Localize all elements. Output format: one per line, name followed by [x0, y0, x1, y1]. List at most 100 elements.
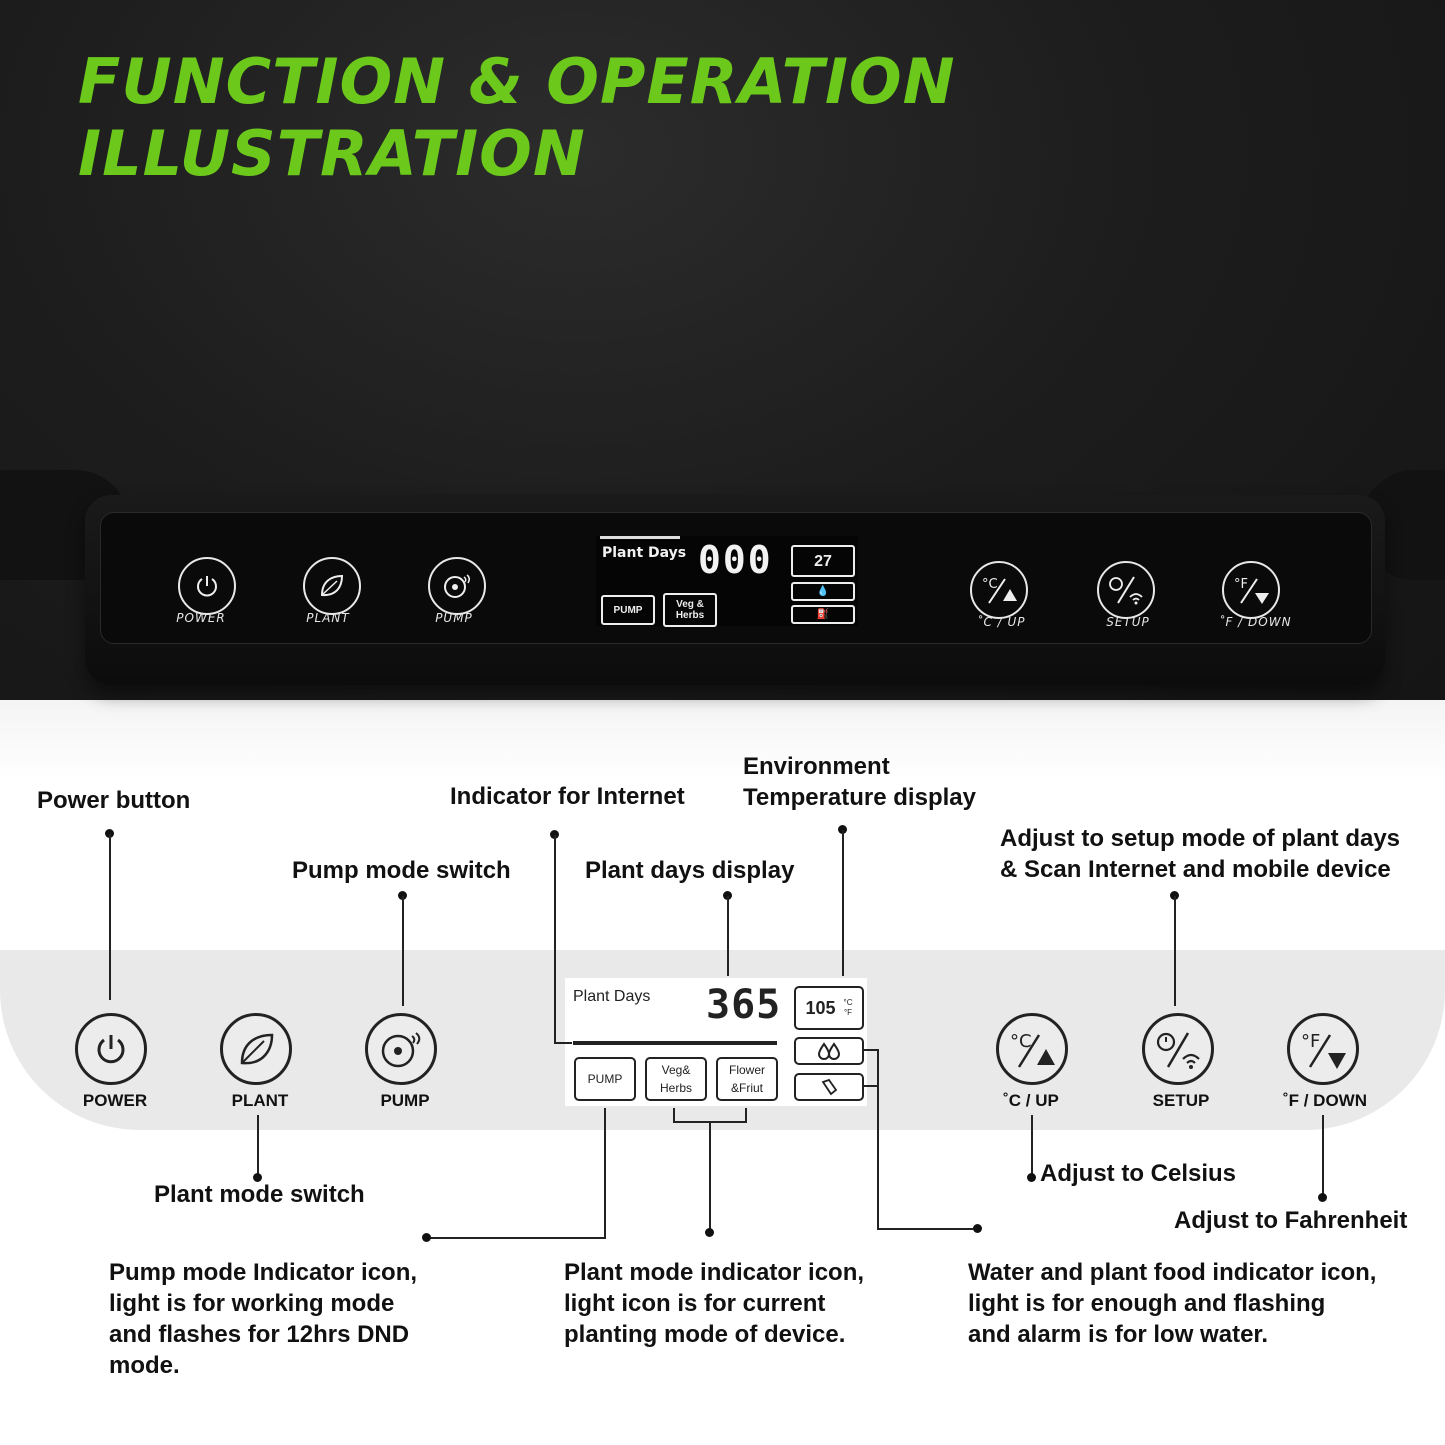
device-lcd-mode-2: Herbs: [675, 610, 705, 621]
leaf-icon: [320, 574, 344, 597]
device-lcd: [596, 536, 858, 626]
device-lcd-food-box: ⛽: [791, 605, 855, 624]
callout-env-temp-2: Temperature display: [743, 784, 976, 811]
diagram-temp: 105: [805, 998, 836, 1018]
pump-icon: [444, 574, 471, 598]
device-fahrenheit-down-button[interactable]: °F: [1222, 561, 1280, 619]
callout-dot: [550, 830, 559, 839]
callout-plant-mode-switch: Plant mode switch: [154, 1181, 365, 1208]
callout-dot: [1027, 1173, 1036, 1182]
diagram-lcd-divider: [573, 1041, 777, 1045]
title-line-1: FUNCTION & OPERATION: [78, 45, 956, 118]
callout-fahrenheit: Adjust to Fahrenheit: [1174, 1207, 1408, 1234]
device-lcd-line: [600, 536, 680, 539]
callout-line: [709, 1121, 711, 1229]
power-icon: [197, 576, 217, 597]
device-power-button[interactable]: [178, 557, 236, 615]
device-plant-button[interactable]: [303, 557, 361, 615]
device-celsius-up-button[interactable]: °C: [970, 561, 1028, 619]
page-title: FUNCTION & OPERATION ILLUSTRATION: [78, 46, 956, 190]
device-setup-label: SETUP: [1106, 615, 1150, 629]
diagram-setup-label: SETUP: [1152, 1091, 1210, 1110]
callout-line: [1174, 896, 1176, 1006]
diagram-plant-button: [220, 1013, 292, 1085]
callout-celsius: Adjust to Celsius: [1040, 1160, 1237, 1187]
diagram-veg-box: Veg& Herbs: [645, 1057, 707, 1101]
callout-dot: [723, 891, 732, 900]
callout-env-temp-1: Environment: [743, 753, 890, 780]
diagram-lcd-days: 365: [706, 982, 782, 1028]
fahrenheit-down-icon: °F: [1301, 1031, 1346, 1069]
device-pump-label: PUMP: [435, 611, 473, 625]
photo-fade: [0, 700, 1445, 780]
callout-dot: [973, 1224, 982, 1233]
callout-dot: [705, 1228, 714, 1237]
diagram-celsius-label: ˚C / UP: [1003, 1091, 1059, 1110]
diagram-flower-2: &Friut: [730, 1081, 763, 1095]
leaf-icon: [240, 1033, 274, 1065]
unit-c: °C: [843, 998, 853, 1007]
callout-line: [727, 896, 729, 976]
callout-power-button: Power button: [37, 787, 191, 814]
diagram-pump-box: PUMP: [574, 1057, 636, 1101]
device-fahrenheit-label: ˚F / DOWN: [1218, 615, 1292, 629]
diagram-pump-text: PUMP: [587, 1072, 623, 1086]
diagram-plant-label: PLANT: [231, 1091, 289, 1110]
device-pump-button[interactable]: [428, 557, 486, 615]
diagram-flower-1: Flower: [728, 1063, 765, 1077]
alarm-wifi-icon: [1109, 576, 1143, 605]
callout-line: [862, 1049, 878, 1051]
water-drop-icon: 💧: [816, 586, 830, 597]
desc-line: light icon is for current: [564, 1290, 826, 1317]
callout-plant-days-display: Plant days display: [585, 857, 795, 884]
diagram-fahrenheit-label: ˚F / DOWN: [1282, 1091, 1368, 1110]
device-lcd-temp-box: 27: [791, 545, 855, 577]
callout-line: [842, 830, 844, 976]
diagram-pump-button: [365, 1013, 437, 1085]
diagram-temp-box: 105 °C °F: [794, 986, 864, 1030]
callout-line: [402, 896, 404, 1006]
callout-line: [877, 1228, 977, 1230]
device-lcd-mode-box: Veg & Herbs: [663, 593, 717, 627]
device-plant-label: PLANT: [306, 611, 350, 625]
celsius-up-icon: °C: [1010, 1031, 1055, 1068]
desc-water-indicator: Water and plant food indicator icon, lig…: [968, 1257, 1376, 1350]
callout-line: [109, 834, 111, 1000]
diagram-food-box: [794, 1073, 864, 1101]
callout-line: [745, 1108, 747, 1122]
callout-dot: [398, 891, 407, 900]
callout-line: [257, 1115, 259, 1177]
device-lcd-water-box: 💧: [791, 582, 855, 601]
device-power-label: POWER: [176, 611, 226, 625]
callout-line: [428, 1237, 606, 1239]
device-lcd-days: 000: [698, 538, 773, 582]
unit-f: °F: [843, 1008, 853, 1017]
diagram-water-box: [794, 1037, 864, 1065]
diagram-flower-box: Flower &Friut: [716, 1057, 778, 1101]
desc-line: light is for working mode: [109, 1290, 395, 1317]
desc-line: Plant mode indicator icon,: [564, 1259, 865, 1286]
callout-indicator-internet: Indicator for Internet: [450, 783, 685, 810]
diagram-lcd-title: Plant Days: [573, 988, 651, 1005]
svg-text:°F: °F: [1301, 1031, 1320, 1052]
device-lcd-mode-1: Veg &: [676, 599, 704, 610]
celsius-up-icon: °C: [982, 577, 1017, 604]
callout-line: [1031, 1115, 1033, 1177]
callout-line: [604, 1108, 606, 1238]
power-icon: [97, 1035, 125, 1064]
diagram-veg-1: Veg&: [661, 1063, 691, 1077]
device-setup-button[interactable]: [1097, 561, 1155, 619]
device-lcd-pump-box: PUMP: [601, 595, 655, 625]
callout-setup-2: & Scan Internet and mobile device: [1000, 856, 1391, 883]
callout-dot: [105, 829, 114, 838]
diagram-pump-label: PUMP: [380, 1091, 430, 1110]
callout-line: [862, 1085, 878, 1087]
callout-dot: [253, 1173, 262, 1182]
desc-line: and flashes for 12hrs DND: [109, 1321, 410, 1348]
title-line-2: ILLUSTRATION: [78, 117, 586, 190]
callout-dot: [1170, 891, 1179, 900]
callout-line: [877, 1049, 879, 1229]
callout-dot: [422, 1233, 431, 1242]
water-drop-icon: [817, 1042, 841, 1060]
pump-icon: [381, 1032, 421, 1068]
